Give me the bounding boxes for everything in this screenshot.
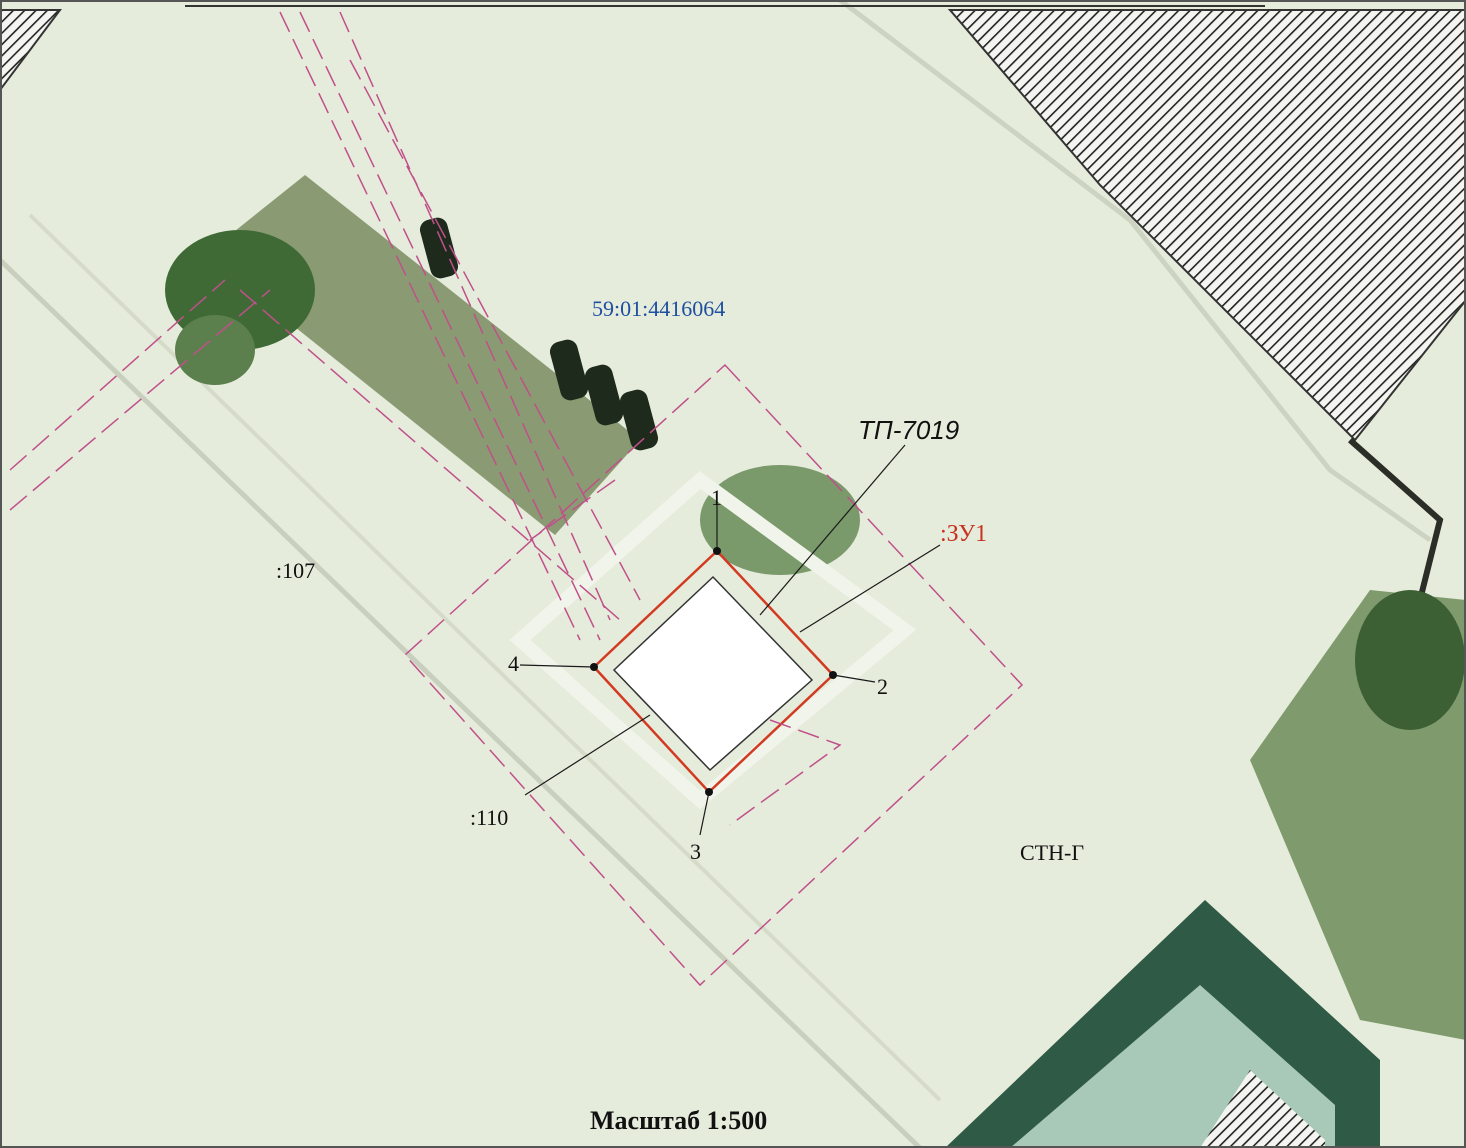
vertex-label-4: 4 [508, 651, 519, 676]
vertex-markers [590, 547, 837, 796]
new-plot-label: :ЗУ1 [940, 521, 988, 547]
driveway-edge [838, 0, 1432, 543]
parked-cars [419, 217, 659, 451]
tree-canopy [700, 465, 860, 575]
vertex-label-2: 2 [877, 674, 888, 699]
vertex-2 [829, 671, 837, 679]
hatched-roof [1200, 1070, 1325, 1148]
tree-canopy [175, 315, 255, 385]
vertex-label-1: 1 [711, 485, 722, 510]
cadastral-quarter-label: 59:01:4416064 [592, 296, 726, 321]
vertex-4 [590, 663, 598, 671]
road-edge [0, 258, 922, 1148]
leader-lines [519, 444, 941, 836]
fence-line [1348, 437, 1444, 601]
vertex-1 [713, 547, 721, 555]
transformer-fence [509, 471, 917, 810]
object-label-tp: ТП-7019 [858, 415, 960, 445]
scale-label: Масштаб 1:500 [590, 1106, 768, 1135]
parcel-label-110: :110 [470, 805, 509, 830]
transformer-building [612, 575, 814, 772]
hatched-corner [0, 9, 62, 92]
tree-canopy [1355, 590, 1465, 730]
parcel-label-107: :107 [276, 558, 316, 583]
grass-strip [205, 175, 640, 535]
zone-label: СТН-Г [1020, 840, 1085, 865]
hatched-building [947, 9, 1466, 442]
dashed-zone-lines [9, 11, 1024, 987]
vertex-3 [705, 788, 713, 796]
vertex-label-3: 3 [690, 839, 701, 864]
